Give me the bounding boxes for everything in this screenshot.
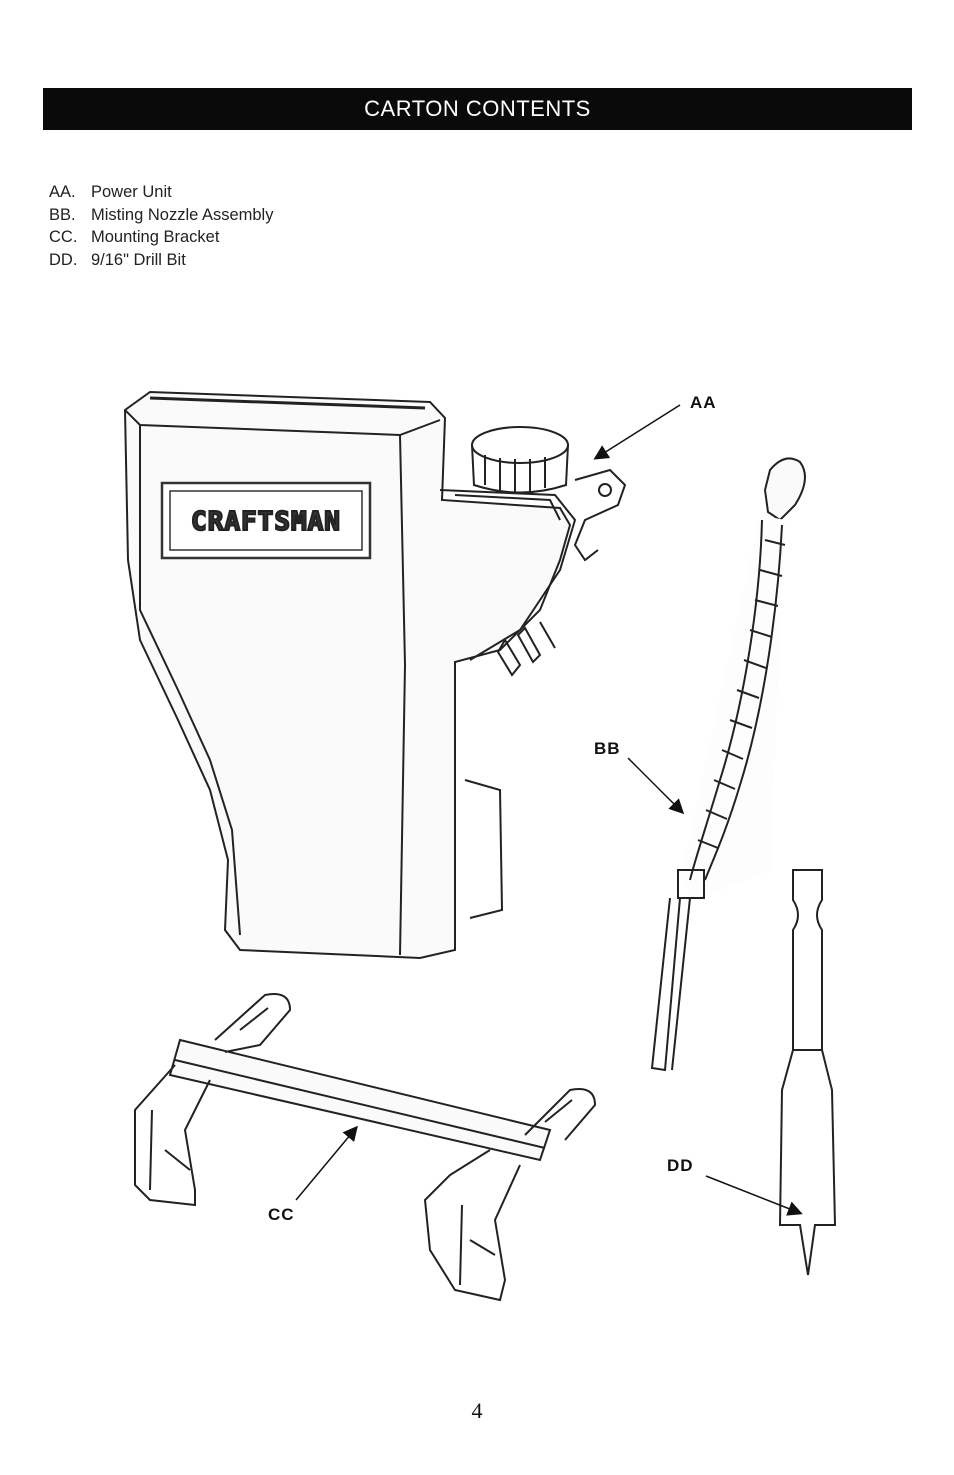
arrow-aa <box>593 404 681 460</box>
part-label: 9/16" Drill Bit <box>91 250 186 269</box>
part-label: Power Unit <box>91 183 172 201</box>
callout-arrows <box>295 404 803 1216</box>
mounting-bracket-drawing <box>134 993 597 1302</box>
list-item: DD. 9/16" Drill Bit <box>49 249 273 272</box>
power-unit-drawing: CRAFTSMAN <box>123 390 627 960</box>
part-code: DD. <box>49 250 78 269</box>
list-item: BB. Misting Nozzle Assembly <box>49 204 273 227</box>
callout-label-cc: CC <box>268 1205 295 1224</box>
misting-nozzle-drawing <box>650 457 806 1072</box>
part-code: CC. <box>49 228 78 246</box>
list-item: AA. Power Unit <box>49 181 273 204</box>
section-header: CARTON CONTENTS <box>43 88 912 130</box>
part-label: Mounting Bracket <box>91 228 220 246</box>
callout-label-bb: BB <box>594 739 621 758</box>
list-item: CC. Mounting Bracket <box>49 226 273 249</box>
page-number: 4 <box>471 1398 483 1423</box>
brand-logo: CRAFTSMAN <box>191 507 341 537</box>
callout-label-aa: AA <box>690 393 717 412</box>
arrow-cc <box>295 1125 358 1201</box>
section-title: CARTON CONTENTS <box>364 96 591 121</box>
drill-bit-drawing <box>778 869 837 1276</box>
arrow-dd <box>705 1175 803 1216</box>
part-code: AA. <box>49 183 76 201</box>
arrow-bb <box>627 757 685 815</box>
part-label: Misting Nozzle Assembly <box>91 205 274 224</box>
callout-label-dd: DD <box>667 1156 694 1175</box>
parts-list: AA. Power Unit BB. Misting Nozzle Assembly… <box>49 181 273 271</box>
part-code: BB. <box>49 205 76 224</box>
